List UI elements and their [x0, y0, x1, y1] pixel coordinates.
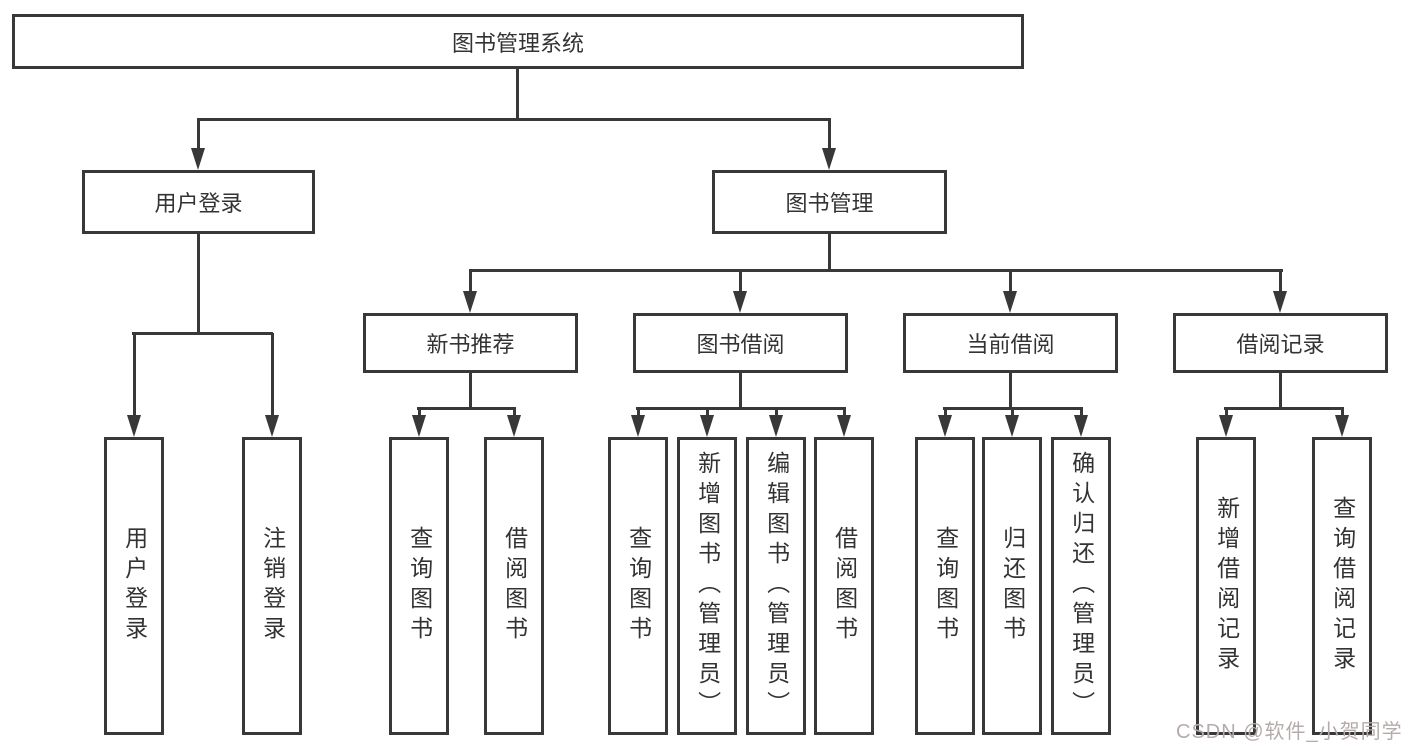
connector-line: [1225, 409, 1228, 418]
arrowhead-down: [1219, 415, 1233, 437]
node-label: 确认归还（管理员）: [1068, 451, 1095, 721]
connector-line: [775, 409, 778, 418]
connector-line: [469, 269, 1283, 272]
leaf-node-logout: 注销登录: [242, 437, 302, 735]
connector-line: [739, 271, 742, 293]
node-label: 查询图书: [625, 526, 652, 646]
connector-line: [1080, 409, 1083, 418]
node-label: 用户登录: [154, 191, 243, 216]
connector-line: [943, 407, 1083, 410]
node-label: 新增借阅记录: [1213, 496, 1240, 676]
connector-line: [1009, 373, 1012, 409]
arrowhead-down: [1074, 415, 1088, 437]
connector-line: [1279, 271, 1282, 293]
node-label: 新书推荐: [426, 332, 515, 357]
connector-line: [636, 407, 846, 410]
arrowhead-down: [1273, 291, 1287, 313]
connector-line: [513, 409, 516, 418]
connector-line: [133, 333, 136, 417]
arrowhead-down: [938, 415, 952, 437]
node-label: 用户登录: [121, 526, 148, 646]
connector-line: [828, 234, 831, 272]
connector-line: [828, 120, 831, 150]
connector-line: [706, 409, 709, 418]
leaf-node-query-books: 查询图书: [608, 437, 668, 735]
arrowhead-down: [769, 415, 783, 437]
node-label: 图书管理系统: [451, 30, 584, 56]
node-label: 图书管理: [785, 191, 874, 216]
connector-line: [739, 373, 742, 409]
node-label: 查询图书: [406, 526, 433, 646]
connector-line: [469, 373, 472, 409]
node-label: 归还图书: [999, 526, 1026, 646]
module-node-borrow-records: 借阅记录: [1173, 313, 1388, 373]
connector-line: [516, 69, 519, 120]
module-node-book-borrowing: 图书借阅: [633, 313, 848, 373]
leaf-node-return-books: 归还图书: [982, 437, 1042, 735]
connector-line: [1011, 409, 1014, 418]
root-node-library-management-system: 图书管理系统: [12, 14, 1024, 69]
arrowhead-down: [733, 291, 747, 313]
node-label: 查询图书: [932, 526, 959, 646]
connector-line: [637, 409, 640, 418]
arrowhead-down: [191, 148, 205, 170]
connector-line: [417, 407, 516, 410]
connector-line: [197, 120, 200, 150]
node-label: 查询借阅记录: [1329, 496, 1356, 676]
connector-line: [1009, 271, 1012, 293]
leaf-node-add-books-admin: 新增图书（管理员）: [677, 437, 737, 735]
connector-line: [418, 409, 421, 418]
leaf-node-user-login: 用户登录: [104, 437, 164, 735]
connector-line: [843, 409, 846, 418]
connector-line: [469, 271, 472, 293]
leaf-node-query-borrow-record: 查询借阅记录: [1312, 437, 1372, 735]
connector-line: [1224, 407, 1344, 410]
leaf-node-borrow-books: 借阅图书: [814, 437, 874, 735]
arrowhead-down: [1003, 291, 1017, 313]
connector-line: [271, 333, 274, 417]
leaf-node-confirm-return-admin: 确认归还（管理员）: [1051, 437, 1111, 735]
module-node-current-borrowing: 当前借阅: [903, 313, 1118, 373]
node-label: 借阅记录: [1236, 332, 1325, 357]
node-label: 编辑图书（管理员）: [763, 451, 790, 721]
branch-node-user-login: 用户登录: [82, 170, 315, 234]
node-label: 借阅图书: [831, 526, 858, 646]
module-node-new-book-recommend: 新书推荐: [363, 313, 578, 373]
leaf-node-query-books: 查询图书: [915, 437, 975, 735]
leaf-node-query-books: 查询图书: [389, 437, 449, 735]
connector-line: [944, 409, 947, 418]
node-label: 借阅图书: [501, 526, 528, 646]
arrowhead-down: [1335, 415, 1349, 437]
connector-line: [132, 332, 273, 335]
arrowhead-down: [412, 415, 426, 437]
arrowhead-down: [631, 415, 645, 437]
connector-line: [1341, 409, 1344, 418]
arrowhead-down: [822, 148, 836, 170]
arrowhead-down: [463, 291, 477, 313]
node-label: 新增图书（管理员）: [694, 451, 721, 721]
branch-node-book-management: 图书管理: [712, 170, 947, 234]
arrowhead-down: [265, 415, 279, 437]
node-label: 图书借阅: [696, 332, 785, 357]
arrowhead-down: [127, 415, 141, 437]
node-label: 当前借阅: [966, 332, 1055, 357]
leaf-node-add-borrow-record: 新增借阅记录: [1196, 437, 1256, 735]
arrowhead-down: [507, 415, 521, 437]
connector-line: [197, 118, 831, 121]
connector-line: [197, 234, 200, 334]
leaf-node-borrow-books: 借阅图书: [484, 437, 544, 735]
node-label: 注销登录: [259, 526, 286, 646]
watermark: CSDN @软件_小贺同学: [1176, 721, 1403, 743]
arrowhead-down: [1005, 415, 1019, 437]
connector-line: [1279, 373, 1282, 409]
leaf-node-edit-books-admin: 编辑图书（管理员）: [746, 437, 806, 735]
arrowhead-down: [700, 415, 714, 437]
arrowhead-down: [837, 415, 851, 437]
